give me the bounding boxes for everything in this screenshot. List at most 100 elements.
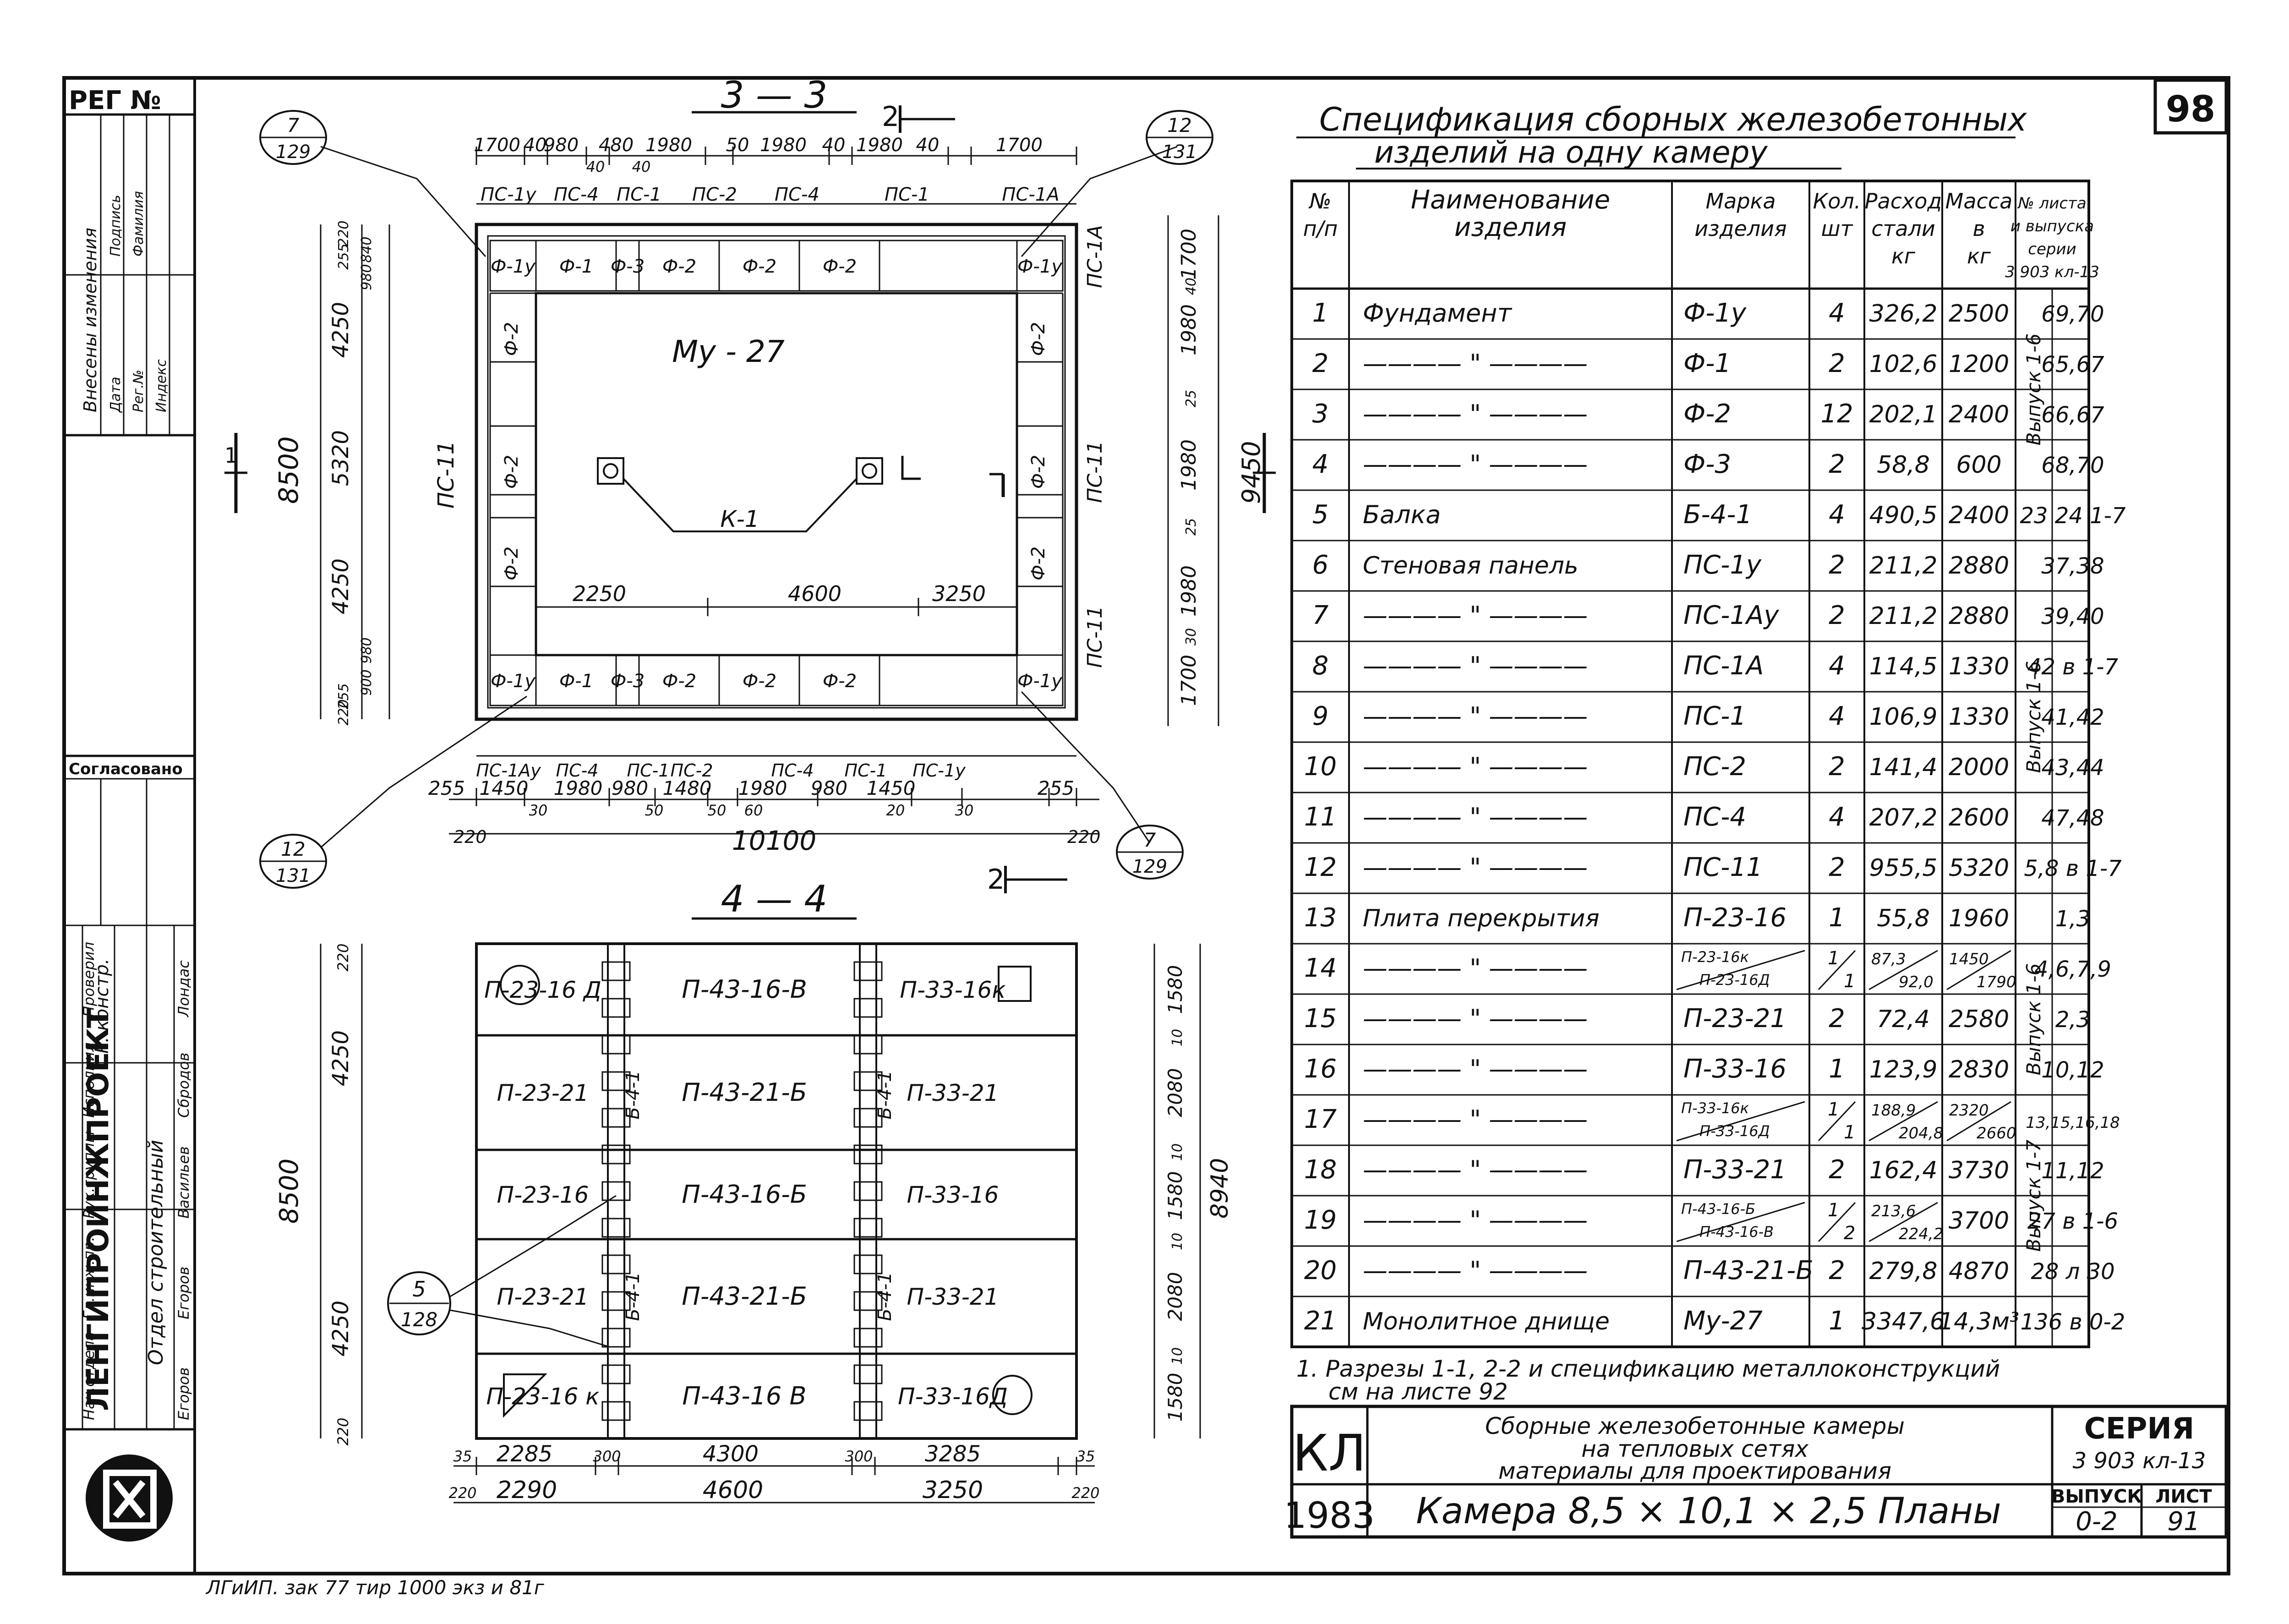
spec-row-name-12: Плита перекрытия <box>1363 905 1600 932</box>
spec-row-qty-2: 12 <box>1820 399 1853 429</box>
plan-3-3: 3 — 3 2 Му - 27 К-1 2250 4600 3250 1 <box>224 74 1276 896</box>
spec-row-steel-2: 202,1 <box>1869 401 1938 428</box>
spec-row-name-10: ———— " ———— <box>1363 803 1588 831</box>
spec-row-n-0: 1 <box>1312 298 1329 328</box>
spec-row-name-5: Стеновая панель <box>1363 552 1578 580</box>
beam-k1-label: К-1 <box>720 506 759 532</box>
svg-text:128: 128 <box>401 1308 437 1331</box>
spec-row-steel-6: 211,2 <box>1869 602 1938 630</box>
spec-row-mark-12: П-23-16 <box>1683 903 1786 933</box>
spec-row-steel-14: 72,4 <box>1877 1006 1930 1033</box>
top-dim-9: 40 <box>916 135 940 156</box>
left-dim-7: 980 <box>359 637 375 663</box>
spec-row-name-14: ———— " ———— <box>1363 1004 1588 1033</box>
spec-row-mark-slash-13 <box>1676 950 1805 990</box>
plan33-slab <box>535 292 1018 656</box>
plan44-left-1: П-23-21 <box>497 1080 589 1106</box>
bottom-gap-0: 30 <box>529 802 548 819</box>
bottom-gap-4: 20 <box>886 802 905 819</box>
spec-row-mass-5: 2880 <box>1949 552 2009 580</box>
person-name-3: Сбродов <box>175 1052 192 1118</box>
spec-row-steel-3: 58,8 <box>1877 451 1930 479</box>
spec-row-mark-11: ПС-11 <box>1683 853 1763 882</box>
plan44-mid-1: П-43-21-Б <box>682 1078 807 1107</box>
spec-row-sheet-17: 11,12 <box>2041 1158 2104 1184</box>
spec-row-mark-7: ПС-1А <box>1683 651 1764 681</box>
spec-row-mark-a-13: П-23-16к <box>1681 948 1749 966</box>
right-block-0: Ф-2 <box>1028 322 1049 356</box>
spec-row-mass-11: 5320 <box>1949 854 2009 882</box>
top-dim-6: 1980 <box>760 135 807 156</box>
plan44-right-1: П-33-21 <box>907 1080 999 1106</box>
spec-row-mark-6: ПС-1Ау <box>1683 601 1779 630</box>
spec-row-sheet-0: 69,70 <box>2041 301 2104 327</box>
left-block-0: Ф-2 <box>501 322 522 356</box>
plan44-bottom-dim-4: 300 <box>845 1448 873 1465</box>
logo-mark <box>103 1470 157 1529</box>
bottom-block-5: Ф-2 <box>823 671 857 692</box>
plan44-beam-block <box>853 1218 883 1238</box>
bubble-bottom-1: 131 <box>1162 142 1197 163</box>
plan44-beam-label-1a: Б-4-1 <box>874 1070 896 1119</box>
person-role-1: Гл.инж.пр. <box>80 1236 98 1319</box>
spec-row-qty-12: 1 <box>1829 903 1845 933</box>
column-left <box>597 457 624 485</box>
page-number: 98 <box>2166 89 2216 130</box>
bottom-panel-4: ПС-4 <box>771 760 814 781</box>
top-dim2-1: 40 <box>632 158 651 175</box>
spec-row-qty-b-18: 2 <box>1844 1223 1855 1244</box>
spec-row-sheet-19: 28 л 30 <box>2031 1259 2114 1285</box>
spec-row-qty-17: 2 <box>1829 1155 1845 1185</box>
changes-col-index: Индекс <box>153 359 169 412</box>
spec-row-mark-17: П-33-21 <box>1683 1155 1786 1185</box>
spec-row-sheet-4: 23 24 1-7 <box>2020 503 2126 529</box>
tb-series-value: 3 903 кл-13 <box>2073 1448 2206 1474</box>
plan44-beam-block <box>853 1108 883 1128</box>
reg-label: РЕГ № <box>69 86 161 115</box>
tb-series-label: СЕРИЯ <box>2084 1412 2194 1446</box>
bottom-gap-1: 50 <box>645 802 664 819</box>
plan44-beam-block <box>601 1181 631 1201</box>
plan44-left-2: П-23-16 <box>497 1182 589 1208</box>
plan44-right-dim-4: 1580 <box>1164 1171 1186 1220</box>
spec-row-qty-9: 2 <box>1829 752 1845 782</box>
spec-row-mark-2: Ф-2 <box>1683 399 1731 429</box>
plan44-beam-block <box>601 1034 631 1055</box>
spec-row-mass-slash-16 <box>1946 1101 2011 1142</box>
spec-row-mark-20: Му-27 <box>1683 1306 1763 1336</box>
right-panel-1: ПС-11 <box>1083 441 1107 503</box>
plan44-bottom-dim-1: 2285 <box>497 1441 552 1467</box>
svg-text:5: 5 <box>412 1277 426 1301</box>
right-block-1: Ф-2 <box>1028 455 1049 489</box>
spec-row-steel-17: 162,4 <box>1869 1157 1938 1184</box>
plan44-beam-block <box>853 998 883 1018</box>
bottom-panel-0: ПС-1Ау <box>476 760 541 781</box>
spec-row-name-2: ———— " ———— <box>1363 399 1588 428</box>
spec-row-name-18: ———— " ———— <box>1363 1206 1588 1235</box>
person-role-3: Исполнил <box>80 1042 98 1118</box>
plan44-beam-block <box>601 1108 631 1128</box>
spec-row-qty-0: 4 <box>1829 298 1845 328</box>
plan44-bottom-dim-6: 35 <box>1076 1448 1095 1465</box>
plan44-left-dim-3: 4250 <box>328 1301 354 1356</box>
spec-row-n-9: 10 <box>1304 752 1337 782</box>
spec-title-1: Спецификация сборных железобетонных <box>1319 101 2027 138</box>
changes-col-date: Дата <box>108 377 124 413</box>
spec-title-2: изделий на одну камеру <box>1374 135 1768 170</box>
spec-row-steel-19: 279,8 <box>1869 1258 1938 1285</box>
tb-list-label: ЛИСТ <box>2155 1486 2212 1507</box>
plan44-beam-block <box>853 961 883 981</box>
stamp-footer: ЛГиИП. зак 77 тир 1000 экз и 81г <box>205 1576 545 1599</box>
bubble-1 <box>1146 110 1213 165</box>
bottom-panel-5: ПС-1 <box>845 760 887 781</box>
person-role-2: Рук.группы <box>80 1131 98 1219</box>
